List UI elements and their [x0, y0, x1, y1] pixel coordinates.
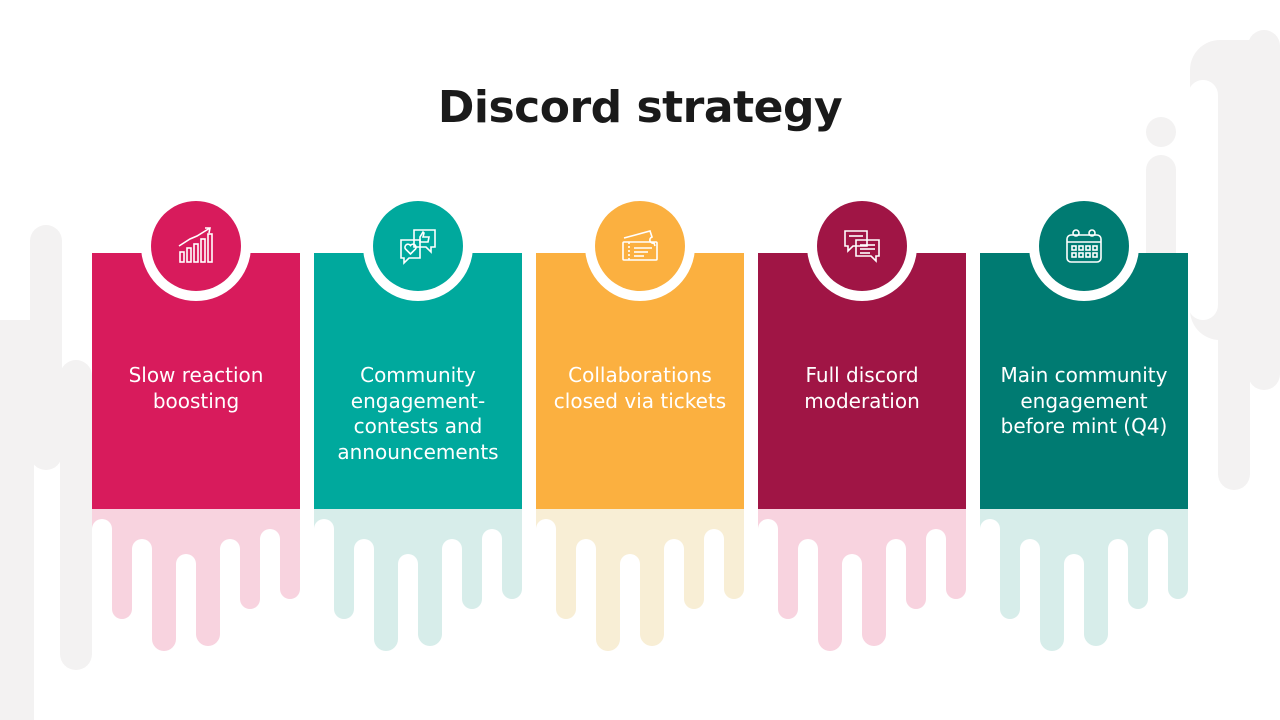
drip-decoration	[536, 509, 744, 651]
drip-decoration	[314, 509, 522, 651]
card-badge	[807, 191, 917, 301]
drip-decoration	[758, 509, 966, 651]
card-badge	[141, 191, 251, 301]
card-badge	[1029, 191, 1139, 301]
growth-chart-icon	[178, 227, 213, 263]
card-label: Full discord moderation	[804, 363, 920, 413]
calendar-icon	[1066, 229, 1102, 263]
tickets-icon	[622, 230, 658, 261]
card-badge-inner	[817, 201, 907, 291]
card-label: Community engagement- contests and annou…	[337, 363, 499, 464]
card-badge-inner	[373, 201, 463, 291]
drip-decoration	[92, 509, 300, 651]
card-badge	[585, 191, 695, 301]
card-collaborations: Collaborations closed via tickets	[536, 253, 744, 509]
card-badge	[363, 191, 473, 301]
chat-bubbles-icon	[844, 230, 880, 263]
card-label: Slow reaction boosting	[128, 363, 264, 413]
card-badge-inner	[151, 201, 241, 291]
card-badge-inner	[1039, 201, 1129, 291]
drip-decoration	[980, 509, 1188, 651]
chat-heart-like-icon	[400, 229, 436, 265]
card-label: Main community engagement before mint (Q…	[1000, 363, 1168, 438]
card-label: Collaborations closed via tickets	[553, 363, 727, 413]
card-badge-inner	[595, 201, 685, 291]
page-title: Discord strategy	[437, 82, 843, 133]
